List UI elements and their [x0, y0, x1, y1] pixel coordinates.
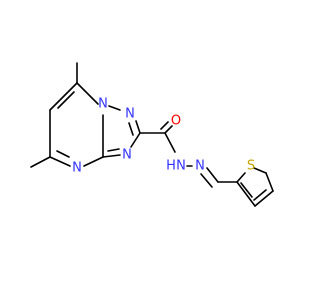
atom-n-triazole-top: N	[125, 107, 135, 122]
bond-n2-c2-double	[128, 122, 134, 136]
bond-camide-o	[164, 125, 173, 134]
bond-n1-n2	[108, 105, 121, 111]
bond-c2t-s	[236, 172, 246, 183]
bond-c3t-c2t	[236, 181, 256, 207]
bonds	[30, 62, 274, 207]
background	[0, 0, 300, 300]
bond-n4-c3a	[83, 156, 104, 167]
bond-camide-nh	[164, 132, 176, 153]
bond-c5-n4-double	[56, 150, 70, 158]
structure-diagram: N N N N O H N N S	[0, 0, 300, 300]
bond-c7-c6	[49, 82, 78, 111]
atom-n-amide: N	[176, 159, 186, 174]
bond-methyl-left	[30, 156, 51, 168]
bond-c2-n3	[130, 132, 141, 148]
bond-n3-c3a-double	[107, 148, 120, 152]
bond-c5-n4	[49, 156, 71, 167]
bond-c5t-c4t	[265, 172, 274, 192]
molecule-canvas: N N N N O H N N S	[0, 0, 300, 300]
bond-c4t-c3t	[254, 190, 274, 207]
atom-n-pyrimidine: N	[72, 161, 82, 176]
bond-n-ch-double	[200, 173, 213, 188]
bond-c7-c6-double	[57, 91, 75, 109]
atom-labels: N N N N O H N N S	[72, 97, 255, 176]
atom-n-imine: N	[195, 159, 205, 174]
bond-n3-c3a	[102, 154, 121, 158]
atom-h-amide: H	[166, 159, 176, 174]
atom-n-triazole-bottom: N	[122, 148, 132, 163]
bond-n2-c2	[135, 120, 141, 134]
bond-n-ch	[206, 167, 219, 183]
bond-c4t-c3t-double	[253, 189, 267, 201]
bond-c3t-c2t-double	[240, 182, 253, 198]
bond-camide-o-double	[160, 121, 169, 130]
bond-n1-c7	[76, 82, 99, 105]
bond-s-c5t	[253, 167, 267, 174]
atom-o-carbonyl: O	[171, 114, 181, 129]
atom-n-bridge: N	[98, 97, 108, 112]
atom-s-thiophene: S	[247, 159, 255, 174]
